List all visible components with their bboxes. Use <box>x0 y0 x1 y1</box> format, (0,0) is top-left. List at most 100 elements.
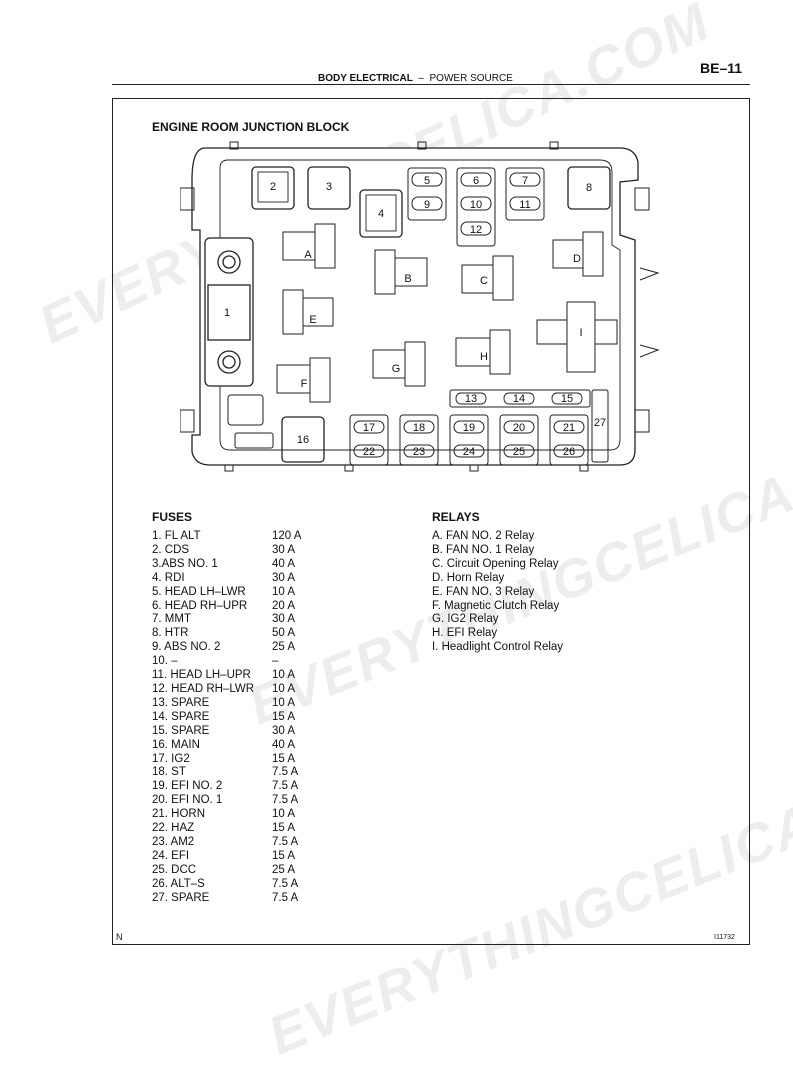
fuse-name: 18. ST <box>152 766 186 779</box>
fuse-label-13: 13 <box>465 393 477 405</box>
fuse-amperage: 30 A <box>272 543 296 556</box>
fuse-amperage: 15 A <box>272 710 296 723</box>
relay-label-d: D <box>573 253 581 265</box>
relay-item: D. Horn Relay <box>432 571 505 584</box>
fuse-amperage: 7.5 A <box>272 780 299 793</box>
fuse-label-2: 2 <box>270 181 276 193</box>
fuse-row: 22. HAZ 15 A <box>152 822 312 836</box>
fuse-amperage: 15 A <box>272 752 296 765</box>
fuse-amperage: 30 A <box>272 571 296 584</box>
relay-label-g: G <box>392 363 401 375</box>
fuses-heading: FUSES <box>152 510 193 524</box>
fuse-row: 21. HORN 10 A <box>152 808 312 822</box>
fuse-row: 19. EFI NO. 2 7.5 A <box>152 780 312 794</box>
fuse-row: 2. CDS 30 A <box>152 544 312 558</box>
fuse-name: 16. MAIN <box>152 738 200 751</box>
fuse-amperage: 15 A <box>272 849 296 862</box>
fuse-amperage: 25 A <box>272 641 296 654</box>
fuse-amperage: 7.5 A <box>272 877 299 890</box>
relay-item: I. Headlight Control Relay <box>432 641 564 654</box>
fuse-label-21: 21 <box>563 422 575 434</box>
fuse-label-1: 1 <box>224 307 230 319</box>
fuse-label-4: 4 <box>378 208 384 220</box>
fuse-name: 7. MMT <box>152 613 191 626</box>
fuse-name: 2. CDS <box>152 543 190 556</box>
fuse-name: 19. EFI NO. 2 <box>152 780 223 793</box>
fuse-amperage: 10 A <box>272 682 296 695</box>
fuse-name: 26. ALT–S <box>152 877 205 890</box>
fuse-name: 25. DCC <box>152 863 197 876</box>
fuse-label-20: 20 <box>513 422 525 434</box>
fuse-amperage: – <box>272 655 279 668</box>
fuse-row: 24. EFI 15 A <box>152 850 312 864</box>
fuse-label-12: 12 <box>470 224 482 236</box>
fuse-name: 15. SPARE <box>152 724 210 737</box>
fuse-row: 3.ABS NO. 1 40 A <box>152 558 312 572</box>
fuse-label-17: 17 <box>363 422 375 434</box>
fuse-name: 24. EFI <box>152 849 190 862</box>
fuse-row: 6. HEAD RH–UPR 20 A <box>152 600 312 614</box>
fuse-label-18: 18 <box>413 422 425 434</box>
fuse-label-26: 26 <box>563 446 575 458</box>
relay-item: E. FAN NO. 3 Relay <box>432 585 535 598</box>
fuse-row: 18. ST 7.5 A <box>152 766 312 780</box>
fuse-amperage: 30 A <box>272 724 296 737</box>
fuse-name: 27. SPARE <box>152 891 210 904</box>
fuse-name: 3.ABS NO. 1 <box>152 557 218 570</box>
fuse-row: 10. – – <box>152 655 312 669</box>
fuse-name: 23. AM2 <box>152 835 195 848</box>
fuse-amperage: 10 A <box>272 585 296 598</box>
section-title: BODY ELECTRICAL – POWER SOURCE <box>318 73 513 84</box>
diagram-title: ENGINE ROOM JUNCTION BLOCK <box>152 120 350 134</box>
fuse-name: 6. HEAD RH–UPR <box>152 599 248 612</box>
fuse-label-23: 23 <box>413 446 425 458</box>
fuse-amperage: 20 A <box>272 599 296 612</box>
section-name: BODY ELECTRICAL <box>318 73 413 84</box>
fuse-name: 22. HAZ <box>152 822 195 835</box>
fuse-row: 12. HEAD RH–LWR 10 A <box>152 683 312 697</box>
fuse-name: 21. HORN <box>152 808 206 821</box>
fuse-row: 1. FL ALT 120 A <box>152 530 312 544</box>
fuse-amperage: 7.5 A <box>272 766 299 779</box>
fuse-amperage: 40 A <box>272 557 296 570</box>
fuse-name: 8. HTR <box>152 627 189 640</box>
relay-item: F. Magnetic Clutch Relay <box>432 599 560 612</box>
fuse-amperage: 10 A <box>272 696 296 709</box>
fuse-name: 12. HEAD RH–LWR <box>152 682 255 695</box>
fuse-row: 15. SPARE 30 A <box>152 725 312 739</box>
fuse-label-11: 11 <box>519 199 530 211</box>
fuse-label-10: 10 <box>470 199 482 211</box>
fuse-name: 14. SPARE <box>152 710 210 723</box>
fuse-name: 5. HEAD LH–LWR <box>152 585 246 598</box>
fuse-name: 20. EFI NO. 1 <box>152 794 223 807</box>
fuse-label-6: 6 <box>473 175 479 187</box>
fuse-label-25: 25 <box>513 446 525 458</box>
fuse-label-22: 22 <box>363 446 375 458</box>
fuse-amperage: 120 A <box>272 530 302 542</box>
fuse-amperage: 15 A <box>272 822 296 835</box>
fuse-label-9: 9 <box>424 199 430 211</box>
fuse-amperage: 10 A <box>272 669 296 682</box>
fuse-row: 17. IG2 15 A <box>152 753 312 767</box>
fuse-amperage: 10 A <box>272 808 296 821</box>
fuse-label-27: 27 <box>594 417 606 429</box>
fuse-label-5: 5 <box>424 175 430 187</box>
fuse-amperage: 7.5 A <box>272 891 299 904</box>
fuse-name: 9. ABS NO. 2 <box>152 641 221 654</box>
fuse-name: 13. SPARE <box>152 696 210 709</box>
fuse-amperage: 50 A <box>272 627 296 640</box>
fuse-name: 1. FL ALT <box>152 530 201 542</box>
fuse-label-7: 7 <box>522 175 528 187</box>
fuse-label-24: 24 <box>463 446 475 458</box>
junction-block-diagram: 1 2 3 4 5 6 7 8 9 10 11 12 13 14 15 16 1… <box>180 141 660 472</box>
relay-item: C. Circuit Opening Relay <box>432 557 559 570</box>
fuse-name: 17. IG2 <box>152 752 190 765</box>
fuse-name: 10. – <box>152 655 178 668</box>
relay-label-i: I <box>579 327 582 339</box>
relay-label-a: A <box>304 249 312 261</box>
